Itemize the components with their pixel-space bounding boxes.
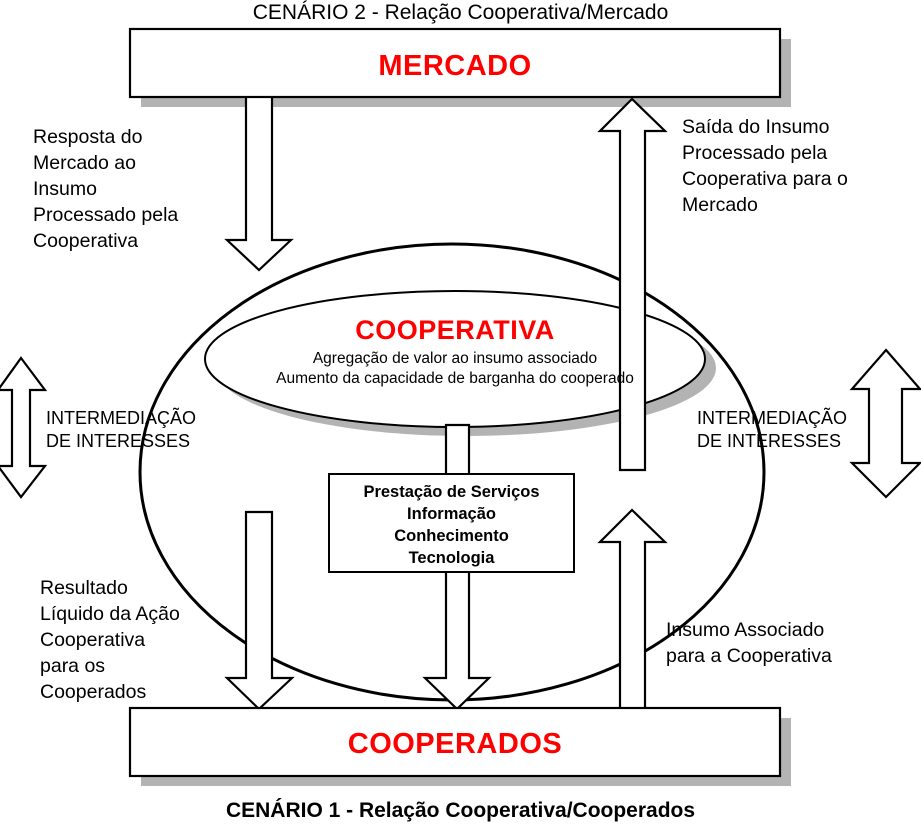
annotation-right-intermediation: INTERMEDIAÇÃO DE INTERESSES (697, 408, 848, 452)
bottom-box-label: COOPERADOS (347, 728, 563, 760)
service-box-line-4: Tecnologia (408, 549, 495, 567)
service-box (328, 473, 575, 573)
annotation-input-associated: Insumo Associado para a Cooperativa (666, 619, 832, 667)
top-box (128, 27, 782, 99)
right-intermediation-double-arrow (849, 348, 921, 499)
top-box-label: MERCADO (378, 50, 532, 82)
bottom-box (128, 706, 782, 778)
cooperativa-line-2: Aumento da capacidade de barganha do coo… (276, 370, 634, 387)
annotation-market-response: Resposta do Mercado ao Insumo Processado… (33, 126, 179, 252)
service-box-line-1: Prestação de Serviços (363, 483, 540, 501)
service-box-line-2: Informação (407, 505, 496, 523)
left-intermediation-double-arrow (0, 356, 48, 499)
annotation-net-result: Resultado Líquido da Ação Cooperativa pa… (40, 577, 180, 703)
scenario-2-caption: CENÁRIO 2 - Relação Cooperativa/Mercado (252, 1, 669, 24)
annotation-output-to-market: Saída do Insumo Processado pela Cooperat… (682, 116, 848, 216)
annotation-left-intermediation: INTERMEDIAÇÃO DE INTERESSES (46, 408, 197, 452)
cooperativa-title: COOPERATIVA (355, 315, 555, 345)
output-to-market-up-arrow (597, 97, 668, 472)
cooperativa-line-1: Agregação de valor ao insumo associado (312, 350, 598, 367)
net-result-down-arrow (224, 510, 295, 711)
market-response-down-arrow (224, 93, 294, 272)
service-box-line-3: Conhecimento (394, 527, 509, 545)
scenario-1-caption: CENÁRIO 1 - Relação Cooperativa/Cooperad… (225, 799, 696, 822)
